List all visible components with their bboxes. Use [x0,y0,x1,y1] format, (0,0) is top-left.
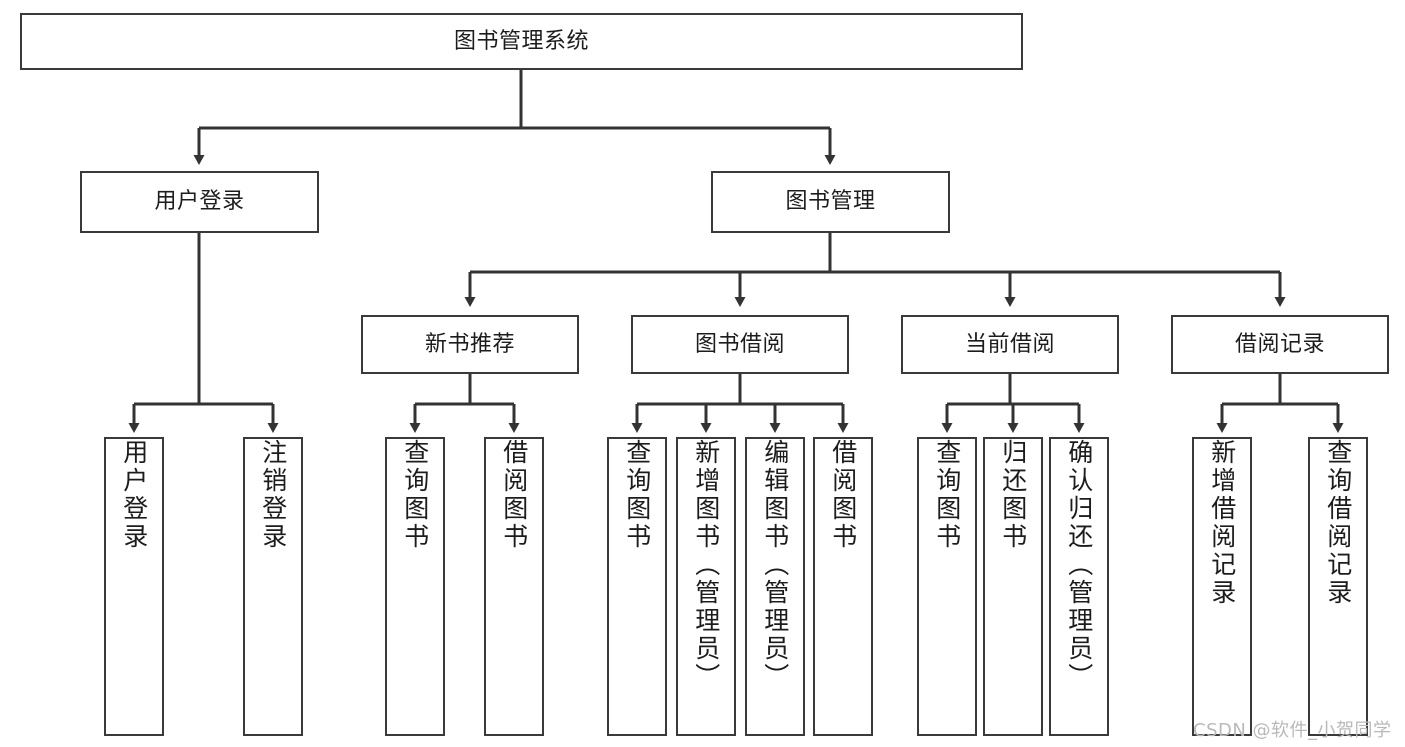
csdn-watermark: CSDN @软件_小贺同学 [1193,720,1392,741]
leaf-user-login-login[interactable]: 用户登录 [104,437,164,736]
leaf-current-query-book[interactable]: 查询图书 [917,437,977,736]
node-label: 用户登录 [119,439,149,551]
node-label: 借阅图书 [828,439,858,551]
leaf-record-query-record[interactable]: 查询借阅记录 [1308,437,1368,736]
node-label: 新增图书（管理员） [691,439,721,691]
leaf-user-login-logout[interactable]: 注销登录 [243,437,303,736]
leaf-current-return-book[interactable]: 归还图书 [983,437,1043,736]
leaf-newbook-borrow-book[interactable]: 借阅图书 [484,437,544,736]
node-label: 查询图书 [400,439,430,551]
leaf-borrow-borrow-book[interactable]: 借阅图书 [813,437,873,736]
node-label: 图书管理系统 [453,28,589,54]
node-label: 图书借阅 [694,331,785,357]
node-label: 归还图书 [998,439,1028,551]
leaf-current-confirm-return-admin[interactable]: 确认归还（管理员） [1049,437,1109,736]
node-new-book-recommend[interactable]: 新书推荐 [361,315,579,374]
node-current-borrow[interactable]: 当前借阅 [901,315,1119,374]
leaf-borrow-query-book[interactable]: 查询图书 [607,437,667,736]
leaf-record-add-record[interactable]: 新增借阅记录 [1192,437,1252,736]
node-root-system[interactable]: 图书管理系统 [20,13,1023,70]
node-label: 图书管理 [785,189,876,215]
node-book-borrow[interactable]: 图书借阅 [631,315,849,374]
leaf-borrow-edit-book-admin[interactable]: 编辑图书（管理员） [745,437,805,736]
node-book-management[interactable]: 图书管理 [711,171,950,233]
node-label: 借阅图书 [499,439,529,551]
node-label: 新书推荐 [424,331,515,357]
node-label: 查询图书 [622,439,652,551]
node-label: 查询图书 [932,439,962,551]
node-label: 编辑图书（管理员） [760,439,790,691]
leaf-newbook-query-book[interactable]: 查询图书 [385,437,445,736]
node-label: 查询借阅记录 [1323,439,1353,607]
node-label: 当前借阅 [964,331,1055,357]
node-label: 借阅记录 [1234,331,1325,357]
node-user-login[interactable]: 用户登录 [80,171,319,233]
node-label: 确认归还（管理员） [1064,439,1094,691]
leaf-borrow-add-book-admin[interactable]: 新增图书（管理员） [676,437,736,736]
node-borrow-record[interactable]: 借阅记录 [1171,315,1389,374]
node-label: 用户登录 [154,189,245,215]
node-label: 新增借阅记录 [1207,439,1237,607]
node-label: 注销登录 [258,439,288,551]
